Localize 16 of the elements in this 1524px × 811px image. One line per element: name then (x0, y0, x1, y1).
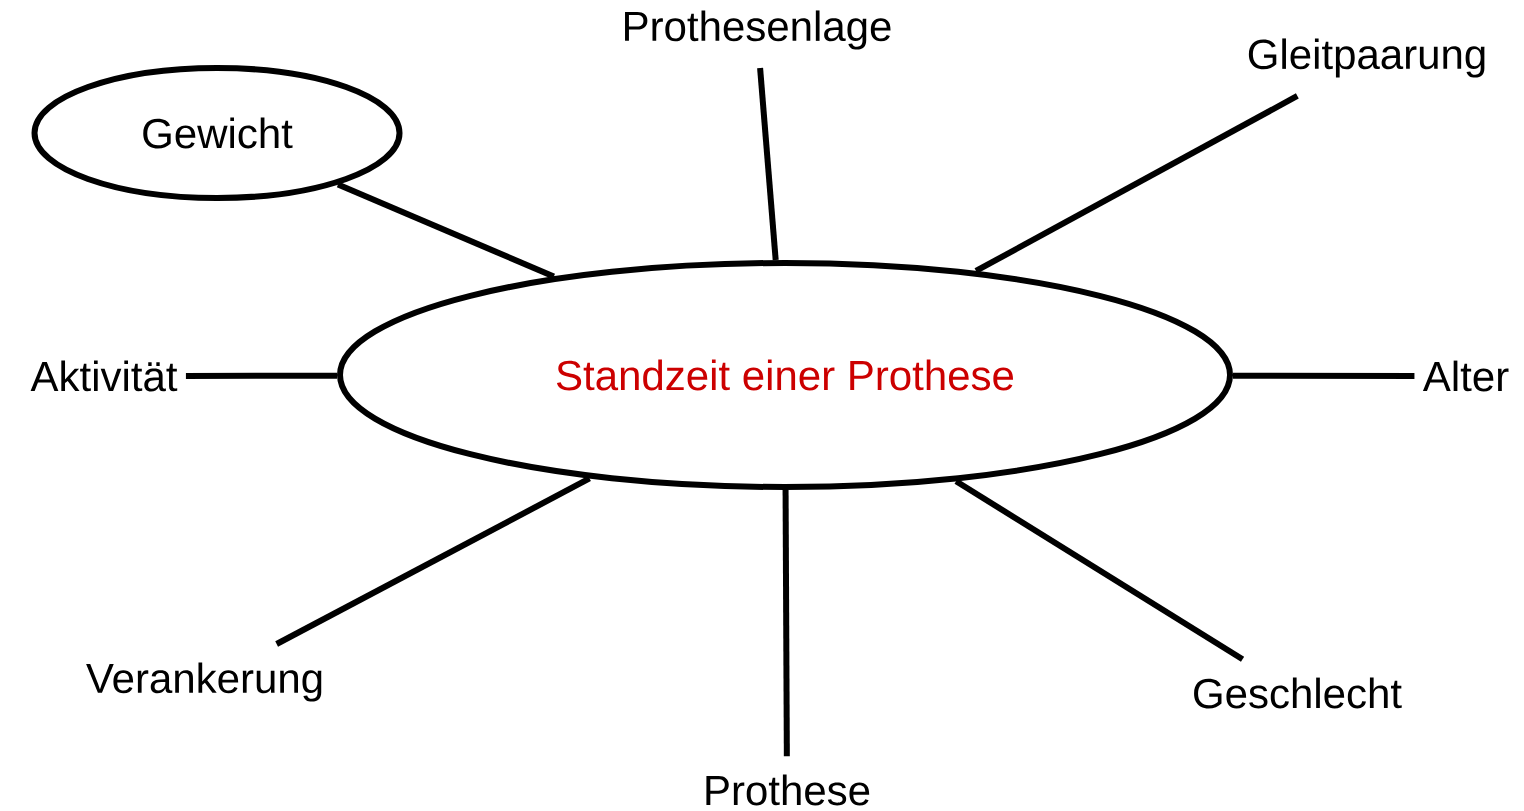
node-label: Gleitpaarung (1248, 38, 1485, 78)
node-label: Prothesenlage (625, 10, 891, 50)
connector-line (757, 67, 779, 261)
node-label: Verankerung (86, 662, 322, 702)
node-label: Geschlecht (1194, 677, 1402, 709)
ellipse-node: Gewicht (31, 65, 403, 201)
connector-line (974, 93, 1299, 274)
connector-line (336, 181, 555, 280)
node-label: Aktivität (30, 360, 178, 392)
node-label: Prothese (706, 774, 870, 806)
connector-line (782, 490, 790, 757)
node-label: Alter (1422, 360, 1509, 392)
connector-line (275, 475, 591, 647)
ellipse-node: Standzeit einer Prothese (337, 260, 1233, 490)
connector-line (954, 478, 1245, 662)
connector-line (185, 372, 338, 379)
